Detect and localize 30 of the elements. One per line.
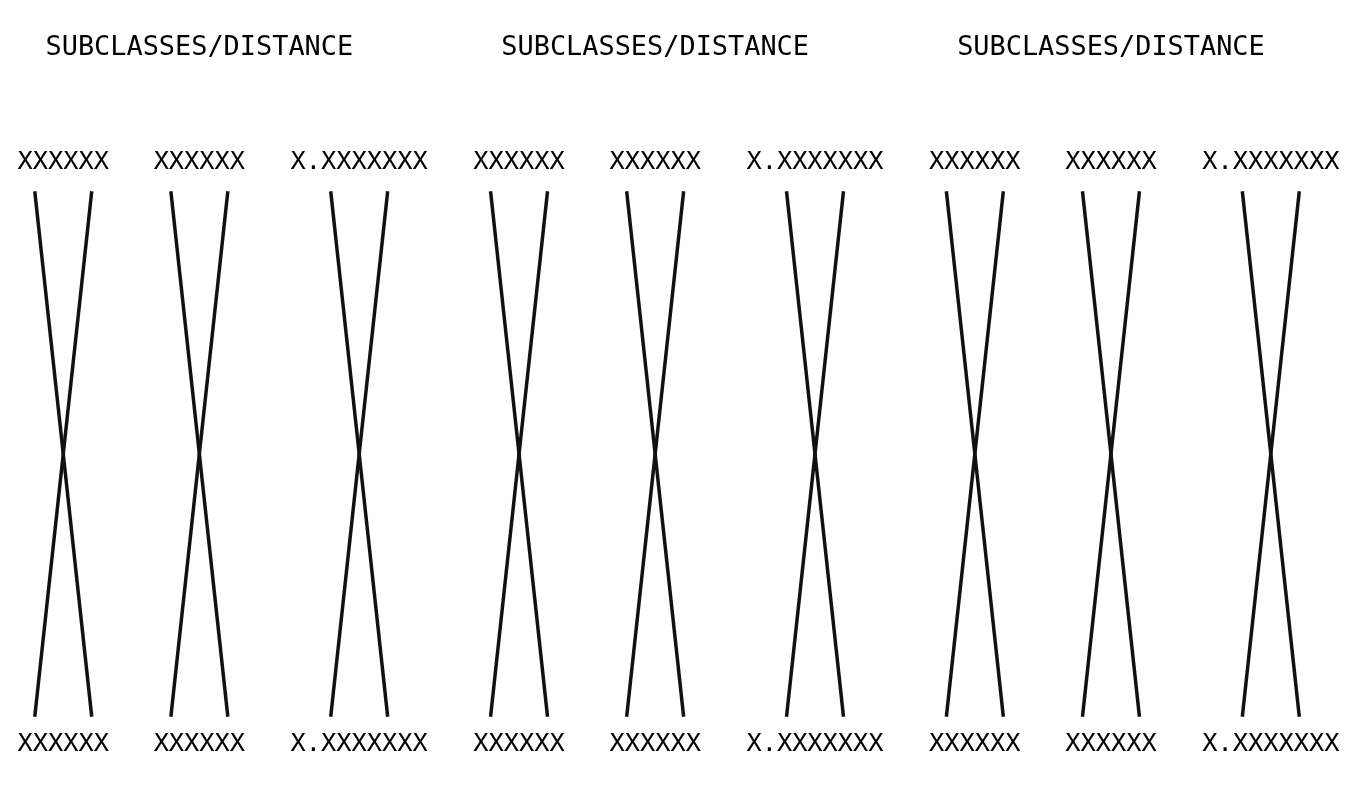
- node-text: XXXXXX: [1065, 727, 1157, 758]
- node-text: XXXXXX: [17, 144, 109, 175]
- node-text: XXXXXX: [153, 727, 246, 758]
- node-text: XXXXXX: [473, 727, 565, 758]
- node-text: XXXXXX: [929, 727, 1021, 758]
- connector: [944, 191, 1006, 717]
- node-text: X.XXXXXXX: [1202, 144, 1340, 175]
- connector: [1080, 191, 1142, 717]
- node-text: X.XXXXXXX: [290, 144, 428, 175]
- node-text: XXXXXX: [17, 727, 109, 758]
- connector: [169, 191, 230, 717]
- label: SUBCLASSES/DISTANCE: [45, 30, 354, 62]
- node-text: XXXXXX: [1065, 144, 1157, 175]
- node-text: XXXXXX: [153, 144, 246, 175]
- node-text: X.XXXXXXX: [290, 727, 428, 758]
- node-text: X.XXXXXXX: [746, 727, 884, 758]
- node-text: X.XXXXXXX: [746, 144, 884, 175]
- label: SUBCLASSES/DISTANCE: [957, 30, 1265, 62]
- node-text: XXXXXX: [473, 144, 565, 175]
- label: SUBCLASSES/DISTANCE: [501, 30, 809, 62]
- node-text: XXXXXX: [609, 144, 701, 175]
- connector: [488, 191, 550, 717]
- connector: [1240, 191, 1301, 717]
- connector: [329, 191, 390, 717]
- node-text: XXXXXX: [929, 144, 1021, 175]
- node-text: X.XXXXXXX: [1202, 727, 1340, 758]
- connector: [784, 191, 846, 717]
- connector: [33, 191, 94, 717]
- node-text: XXXXXX: [609, 727, 701, 758]
- connector: [624, 191, 686, 717]
